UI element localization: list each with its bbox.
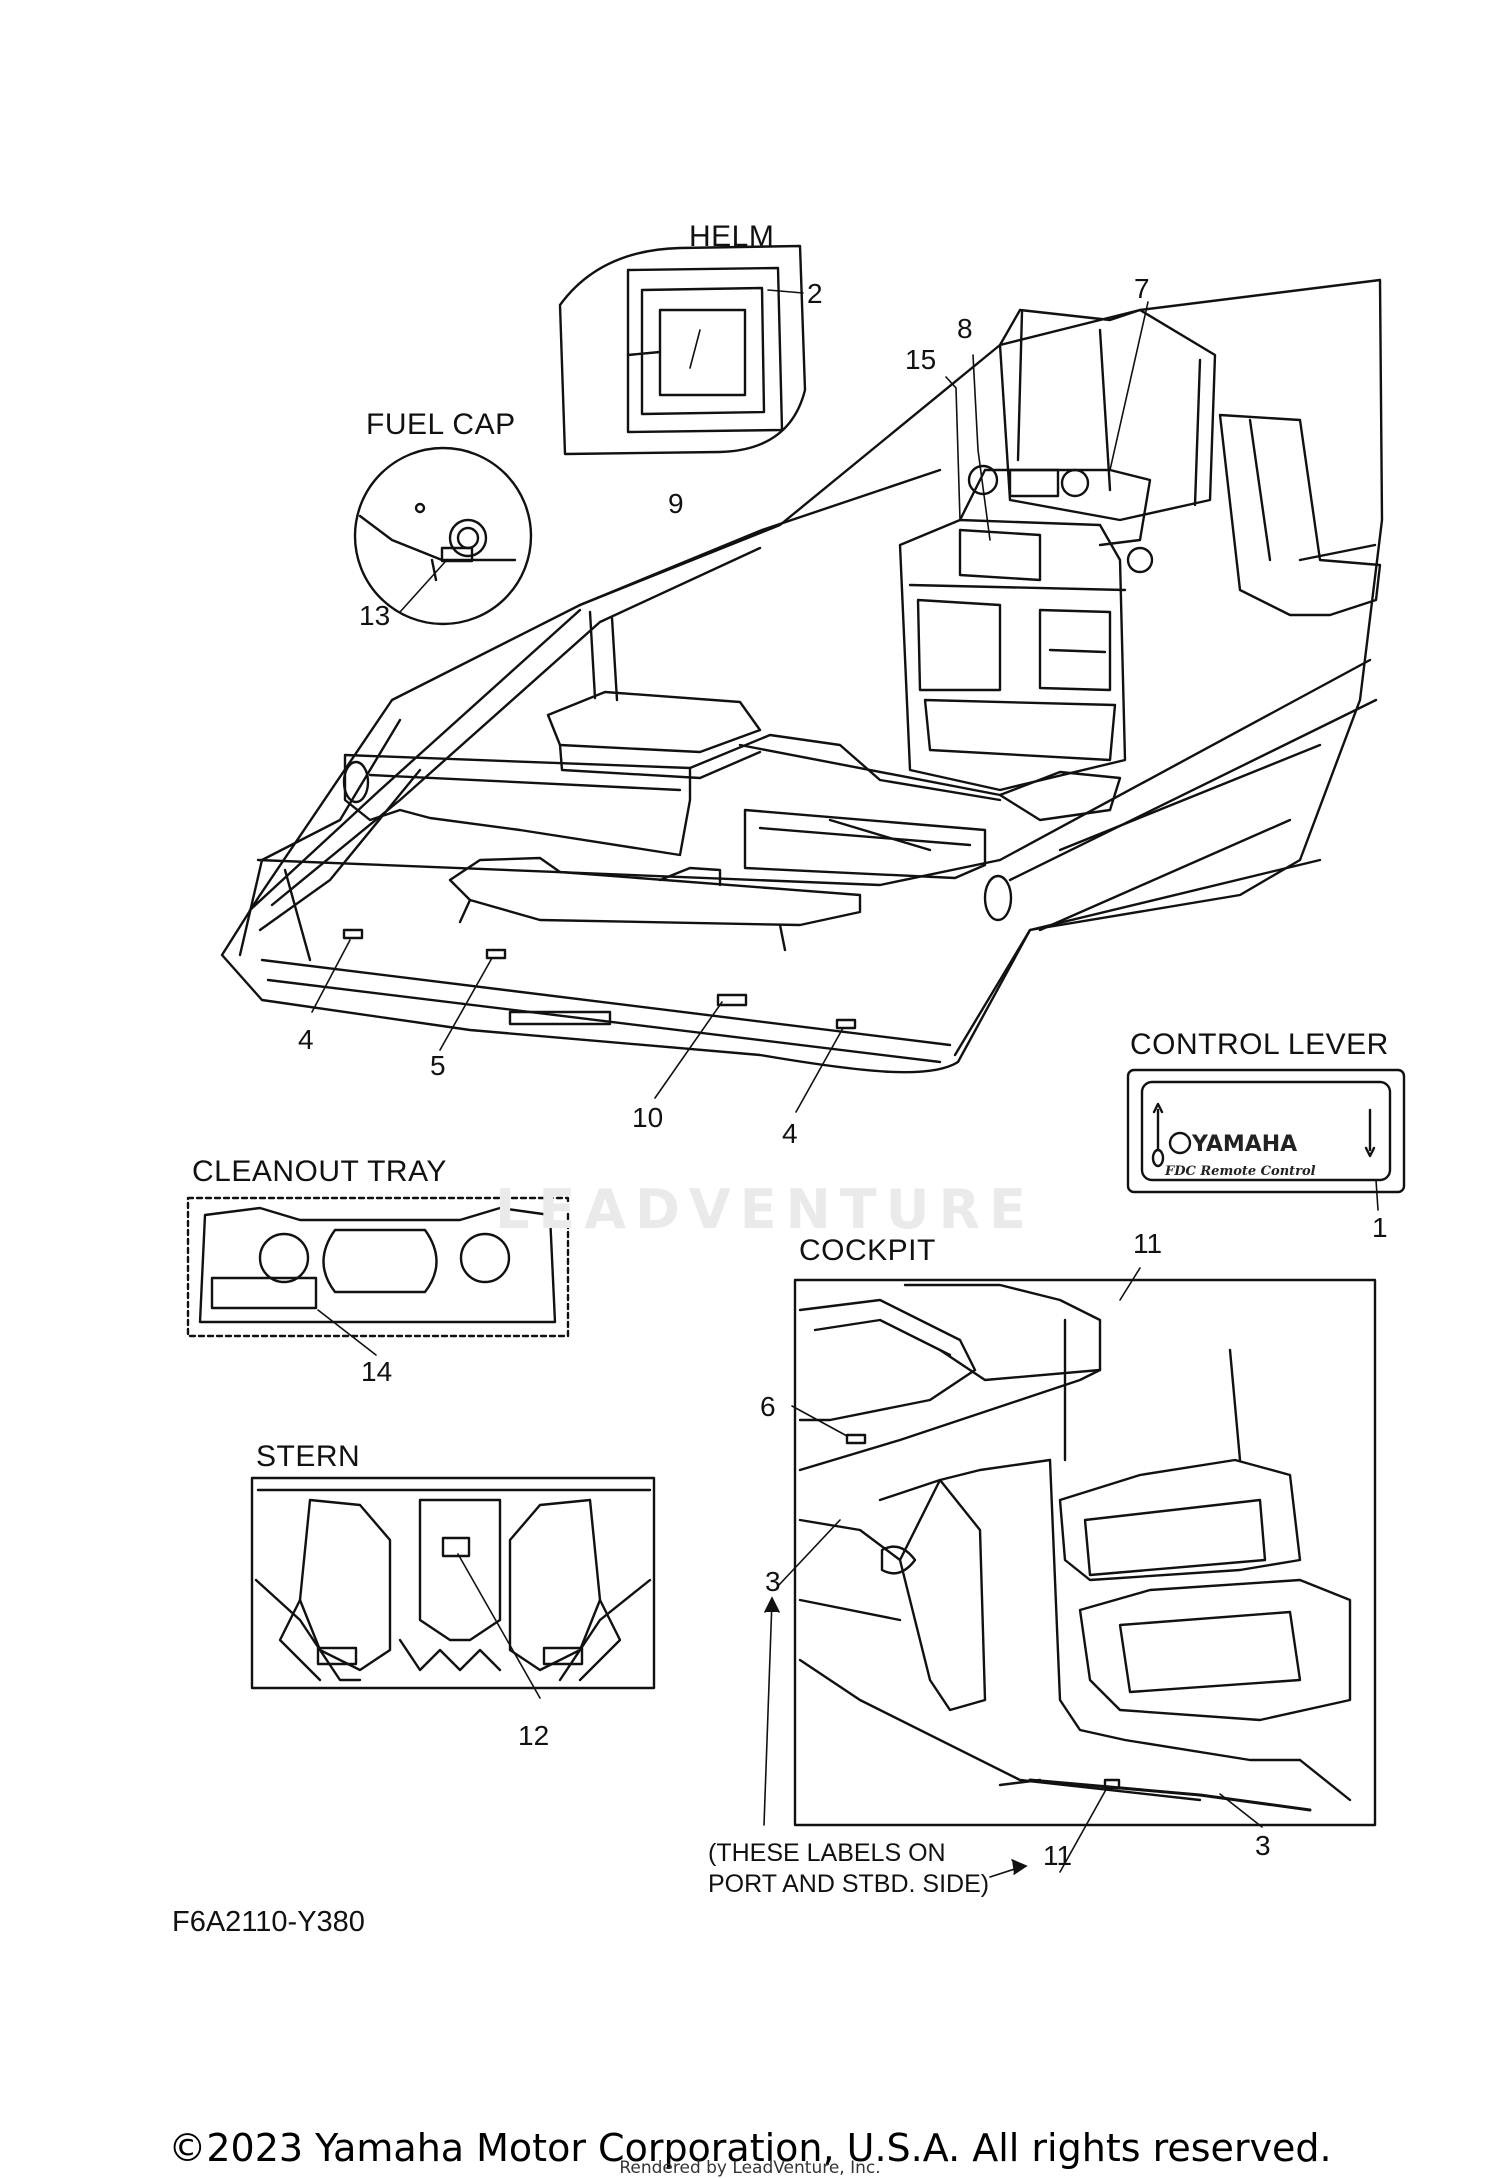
callout-3-floor: 3: [1255, 1830, 1271, 1861]
callout-12: 12: [518, 1720, 550, 1751]
rendered-by-credit: Rendered by LeadVenture, Inc.: [619, 2158, 881, 2178]
cockpit-title: COCKPIT: [799, 1234, 936, 1267]
fuel-cap-inset-drawing: [353, 446, 533, 626]
cleanout-tray-inset-drawing: [186, 1196, 570, 1338]
callout-5: 5: [430, 1050, 446, 1081]
control-lever-decal-drawing: [1126, 1068, 1406, 1194]
callout-8: 8: [957, 313, 973, 344]
lever-decal-brand: YAMAHA: [1192, 1132, 1298, 1157]
callout-11-bottom: 11: [1043, 1840, 1073, 1871]
labels-note-line2: PORT AND STBD. SIDE): [708, 1870, 990, 1898]
stern-title: STERN: [256, 1440, 361, 1473]
helm-inset-drawing: [558, 244, 807, 456]
callout-2: 2: [807, 278, 823, 309]
callout-9: 9: [668, 488, 684, 519]
cleanout-tray-title: CLEANOUT TRAY: [192, 1155, 447, 1188]
copyright-notice: ©2023 Yamaha Motor Corporation, U.S.A. A…: [168, 2126, 1332, 2170]
labels-note-line1: (THESE LABELS ON: [708, 1839, 946, 1867]
callout-7: 7: [1134, 273, 1150, 304]
callout-14: 14: [361, 1356, 393, 1387]
helm-title: HELM: [689, 220, 775, 253]
callout-4-right: 4: [782, 1118, 798, 1149]
control-lever-title: CONTROL LEVER: [1130, 1028, 1389, 1061]
diagram-code: F6A2110-Y380: [172, 1906, 365, 1938]
callout-1: 1: [1372, 1212, 1388, 1243]
cockpit-inset-drawing: [793, 1278, 1377, 1827]
callout-10: 10: [632, 1102, 664, 1133]
stern-inset-drawing: [250, 1476, 656, 1690]
callout-13: 13: [359, 600, 391, 631]
lever-decal-subtitle: FDC Remote Control: [1165, 1164, 1316, 1179]
callout-15: 15: [905, 344, 937, 375]
leadventure-watermark: LEADVENTURE: [495, 1178, 1035, 1241]
callout-4-left: 4: [298, 1024, 314, 1055]
leader-lines: [311, 289, 1379, 1878]
boat-hull-drawing: [220, 278, 1384, 1074]
callout-11-top: 11: [1133, 1228, 1163, 1259]
fuel-cap-title: FUEL CAP: [366, 408, 516, 441]
callout-3-cockpit: 3: [765, 1566, 781, 1597]
callout-6: 6: [760, 1391, 776, 1422]
